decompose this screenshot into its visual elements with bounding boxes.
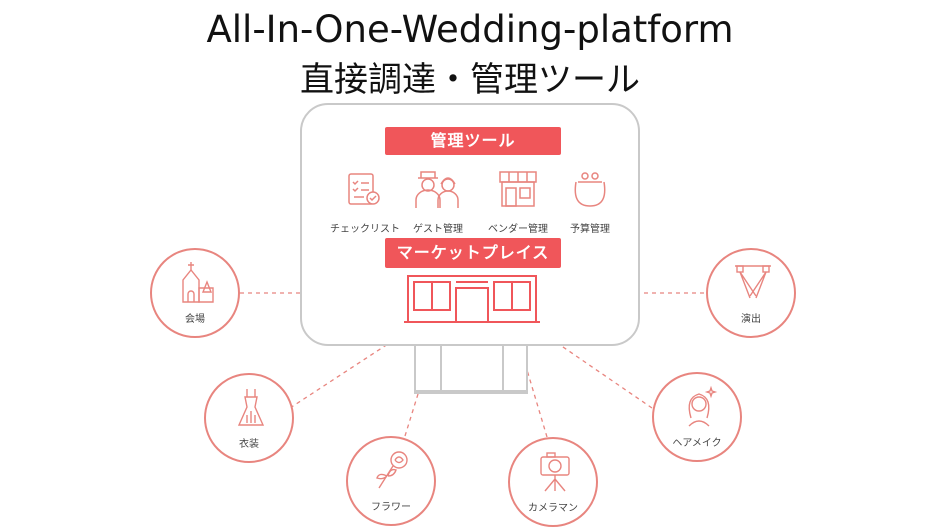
monitor-stand-right — [504, 346, 528, 392]
chapel-icon — [182, 262, 214, 303]
guests-icon — [415, 171, 459, 208]
shopfront-icon — [404, 275, 540, 323]
flower-icon — [376, 451, 408, 489]
hairmakeup-icon — [688, 385, 718, 427]
purse-icon — [574, 172, 606, 207]
page-title: All-In-One-Wedding-platform — [206, 8, 734, 51]
dress-icon — [237, 389, 265, 426]
category-label-hairmakeup: ヘアメイク — [672, 438, 722, 449]
connector-hairmakeup — [527, 322, 653, 409]
monitor-base — [414, 390, 528, 394]
management-tools-header: 管理ツール — [385, 127, 561, 155]
category-label-venue: 会場 — [185, 314, 205, 325]
stage-lights-icon — [735, 265, 771, 299]
camera-icon — [540, 452, 570, 492]
tool-label-budget: 予算管理 — [570, 224, 610, 235]
category-label-dress: 衣装 — [239, 439, 259, 450]
category-dress: 衣装 — [204, 373, 294, 463]
category-label-camera: カメラマン — [528, 503, 578, 514]
monitor-stand-left-edge — [414, 346, 440, 392]
marketplace-header: マーケットプレイス — [385, 238, 561, 268]
page-subtitle: 直接調達・管理ツール — [300, 60, 640, 100]
category-hairmakeup: ヘアメイク — [652, 372, 742, 462]
category-label-flower: フラワー — [371, 502, 411, 513]
category-venue: 会場 — [150, 248, 240, 338]
tool-label-vendors: ベンダー管理 — [488, 224, 548, 235]
category-stage: 演出 — [706, 248, 796, 338]
monitor-stand-left — [440, 346, 504, 392]
category-camera: カメラマン — [508, 437, 598, 527]
tool-label-checklist: チェックリスト — [330, 224, 400, 235]
store-icon — [499, 171, 537, 207]
tool-label-guests: ゲスト管理 — [413, 224, 463, 235]
category-flower: フラワー — [346, 436, 436, 526]
checklist-icon — [348, 173, 380, 205]
category-label-stage: 演出 — [741, 314, 761, 325]
